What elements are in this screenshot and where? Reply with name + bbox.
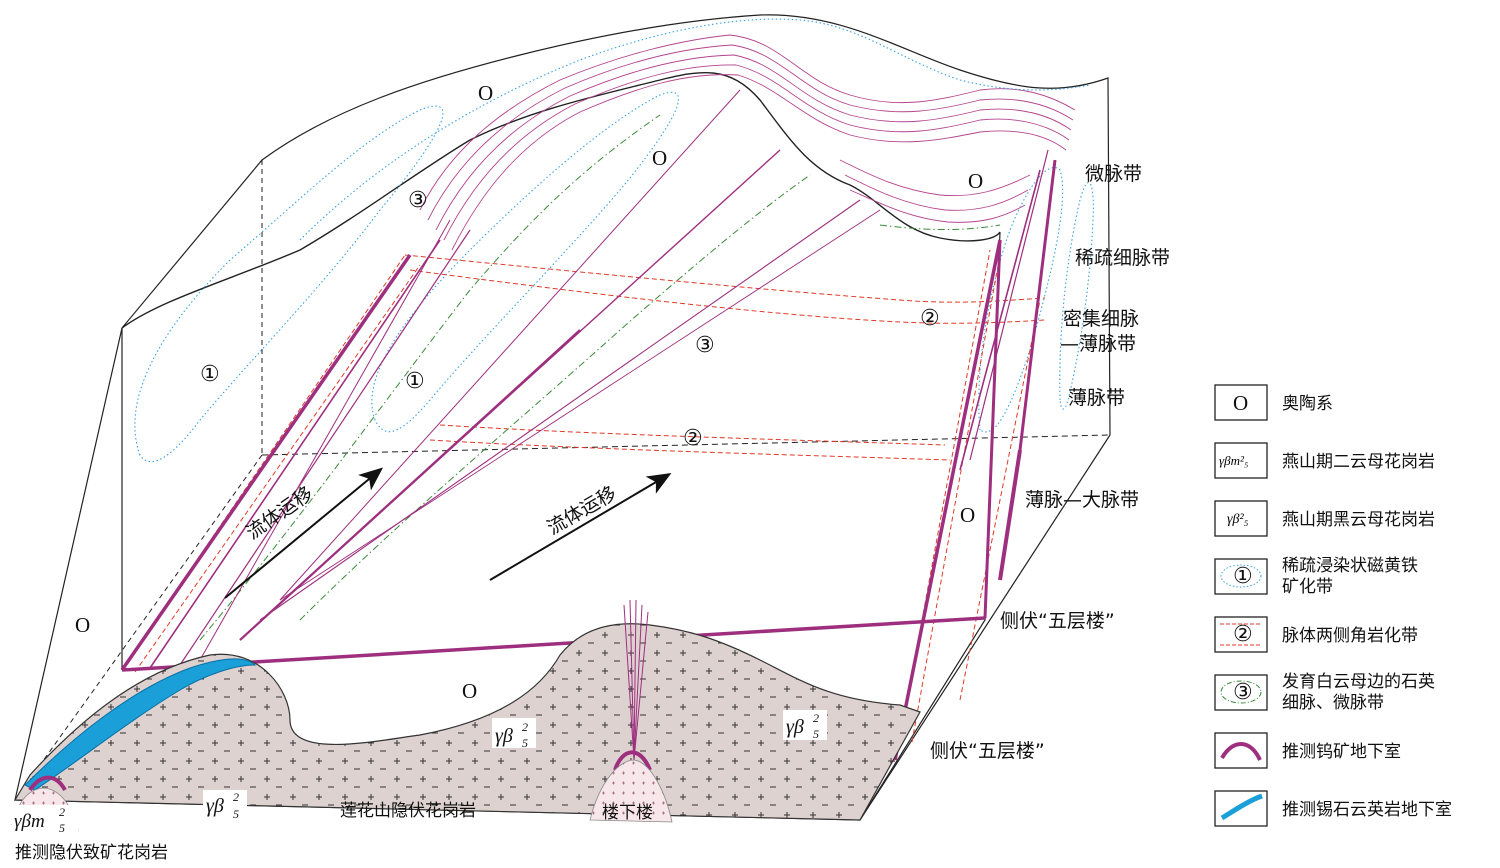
ore-granite-label: 推测隐伏致矿花岗岩 <box>15 843 168 863</box>
zone-thin-label: 薄脉带 <box>1068 387 1125 409</box>
zone-1-dotted <box>134 18 1094 463</box>
top-fold-veins <box>419 34 1076 251</box>
circled-3-mid: ③ <box>695 333 715 358</box>
zone-dense-label-2: —薄脉带 <box>1060 333 1136 355</box>
louxialou-granite <box>589 759 673 823</box>
svg-text:5: 5 <box>233 807 239 821</box>
label-o-right-low: O <box>960 503 975 527</box>
svg-text:2: 2 <box>59 805 65 819</box>
five-floor-label-lower: 侧伏“五层楼” <box>930 740 1045 762</box>
label-o-center: O <box>652 146 667 170</box>
tungsten-arch <box>613 750 652 771</box>
zone-3-dashdot <box>199 114 1001 641</box>
granite-name-label: 莲花山隐伏花岗岩 <box>340 801 476 821</box>
lianhuashan-granite-body <box>13 623 921 821</box>
svg-text:γβm: γβm <box>14 811 45 832</box>
label-o-left: O <box>75 613 90 637</box>
zone-thin-big-label: 薄脉—大脉带 <box>1025 489 1139 511</box>
circled-1-left: ① <box>200 362 220 387</box>
svg-text:γβ: γβ <box>206 795 224 817</box>
svg-text:5: 5 <box>59 821 65 835</box>
five-floor-label-upper: 侧伏“五层楼” <box>1000 610 1115 632</box>
louxialou-label: 楼下楼 <box>602 803 653 823</box>
circled-2-right: ② <box>920 306 940 331</box>
zone-micro-label: 微脉带 <box>1085 163 1142 185</box>
circled-2-mid: ② <box>683 426 703 451</box>
svg-text:5: 5 <box>522 736 528 750</box>
label-o-bottom: O <box>462 679 477 703</box>
svg-text:γβ: γβ <box>495 725 513 747</box>
fluid-arrow-1 <box>224 467 384 599</box>
granite-symbol-2: γβ 2 5 <box>783 710 827 741</box>
svg-text:2: 2 <box>813 711 819 725</box>
svg-text:5: 5 <box>813 727 819 741</box>
hill-fan-veins <box>623 599 649 761</box>
svg-text:2: 2 <box>522 720 528 734</box>
fluid-arrow-2 <box>489 472 672 581</box>
zone-sparse-label: 稀疏细脉带 <box>1075 247 1170 269</box>
circled-1-center: ① <box>405 369 425 394</box>
tungsten-arch-left <box>28 775 67 792</box>
granite-symbol-3: γβ 2 5 <box>203 790 247 821</box>
circled-3-top: ③ <box>408 188 428 213</box>
granite-symbol-4: γβm 2 5 <box>12 805 78 835</box>
zone-dense-label-1: 密集细脉 <box>1063 308 1139 330</box>
label-o-top: O <box>478 81 493 105</box>
granite-symbol-1: γβ 2 5 <box>492 718 536 750</box>
svg-text:2: 2 <box>233 790 239 804</box>
fluid-label-1: 流体运移 <box>242 482 317 544</box>
svg-text:γβ: γβ <box>786 716 804 738</box>
label-o-right: O <box>968 169 983 193</box>
